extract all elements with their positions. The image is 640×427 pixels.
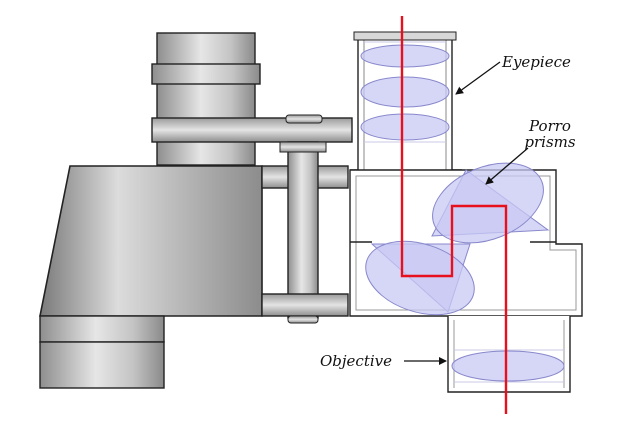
objective-lens (451, 350, 565, 382)
porro-label-line2: prisms (524, 133, 576, 151)
porro-label-line1: Porro (529, 117, 571, 135)
hinge-bottom-block (261, 293, 349, 317)
eyepiece-lens-middle (360, 76, 450, 108)
light-path (400, 16, 508, 414)
prism-housing-inner (355, 175, 577, 311)
porro-prisms-label: Porro prisms (516, 118, 584, 150)
lower-prism-glass (365, 240, 475, 316)
left-eyepiece-tube (156, 32, 256, 166)
objective-label: Objective (320, 352, 393, 370)
left-main-housing (39, 165, 263, 317)
eyepiece-lens-bottom (360, 113, 450, 141)
upper-prism-glass (432, 162, 544, 244)
eyepiece-label: Eyepiece (502, 53, 571, 71)
left-objective-ring (39, 341, 165, 389)
objective-tube-inner (453, 320, 565, 388)
eyepiece-rim (353, 31, 457, 41)
eyepiece-leader-line (455, 61, 501, 95)
hinge-axle (287, 141, 319, 319)
hinge-axle-collar (279, 141, 327, 153)
left-eyepiece-ring (151, 63, 261, 85)
binocular-left-barrel (39, 32, 263, 389)
eyepiece-lens-top (360, 44, 450, 68)
porro-leader-line (485, 147, 529, 185)
optic-light-lines (364, 41, 564, 383)
hinge-bottom-cap (287, 315, 319, 324)
left-objective-tube (39, 315, 165, 343)
focus-knob-cap (285, 114, 323, 124)
optical-elements (360, 44, 565, 382)
binocular-bridge (151, 114, 353, 324)
